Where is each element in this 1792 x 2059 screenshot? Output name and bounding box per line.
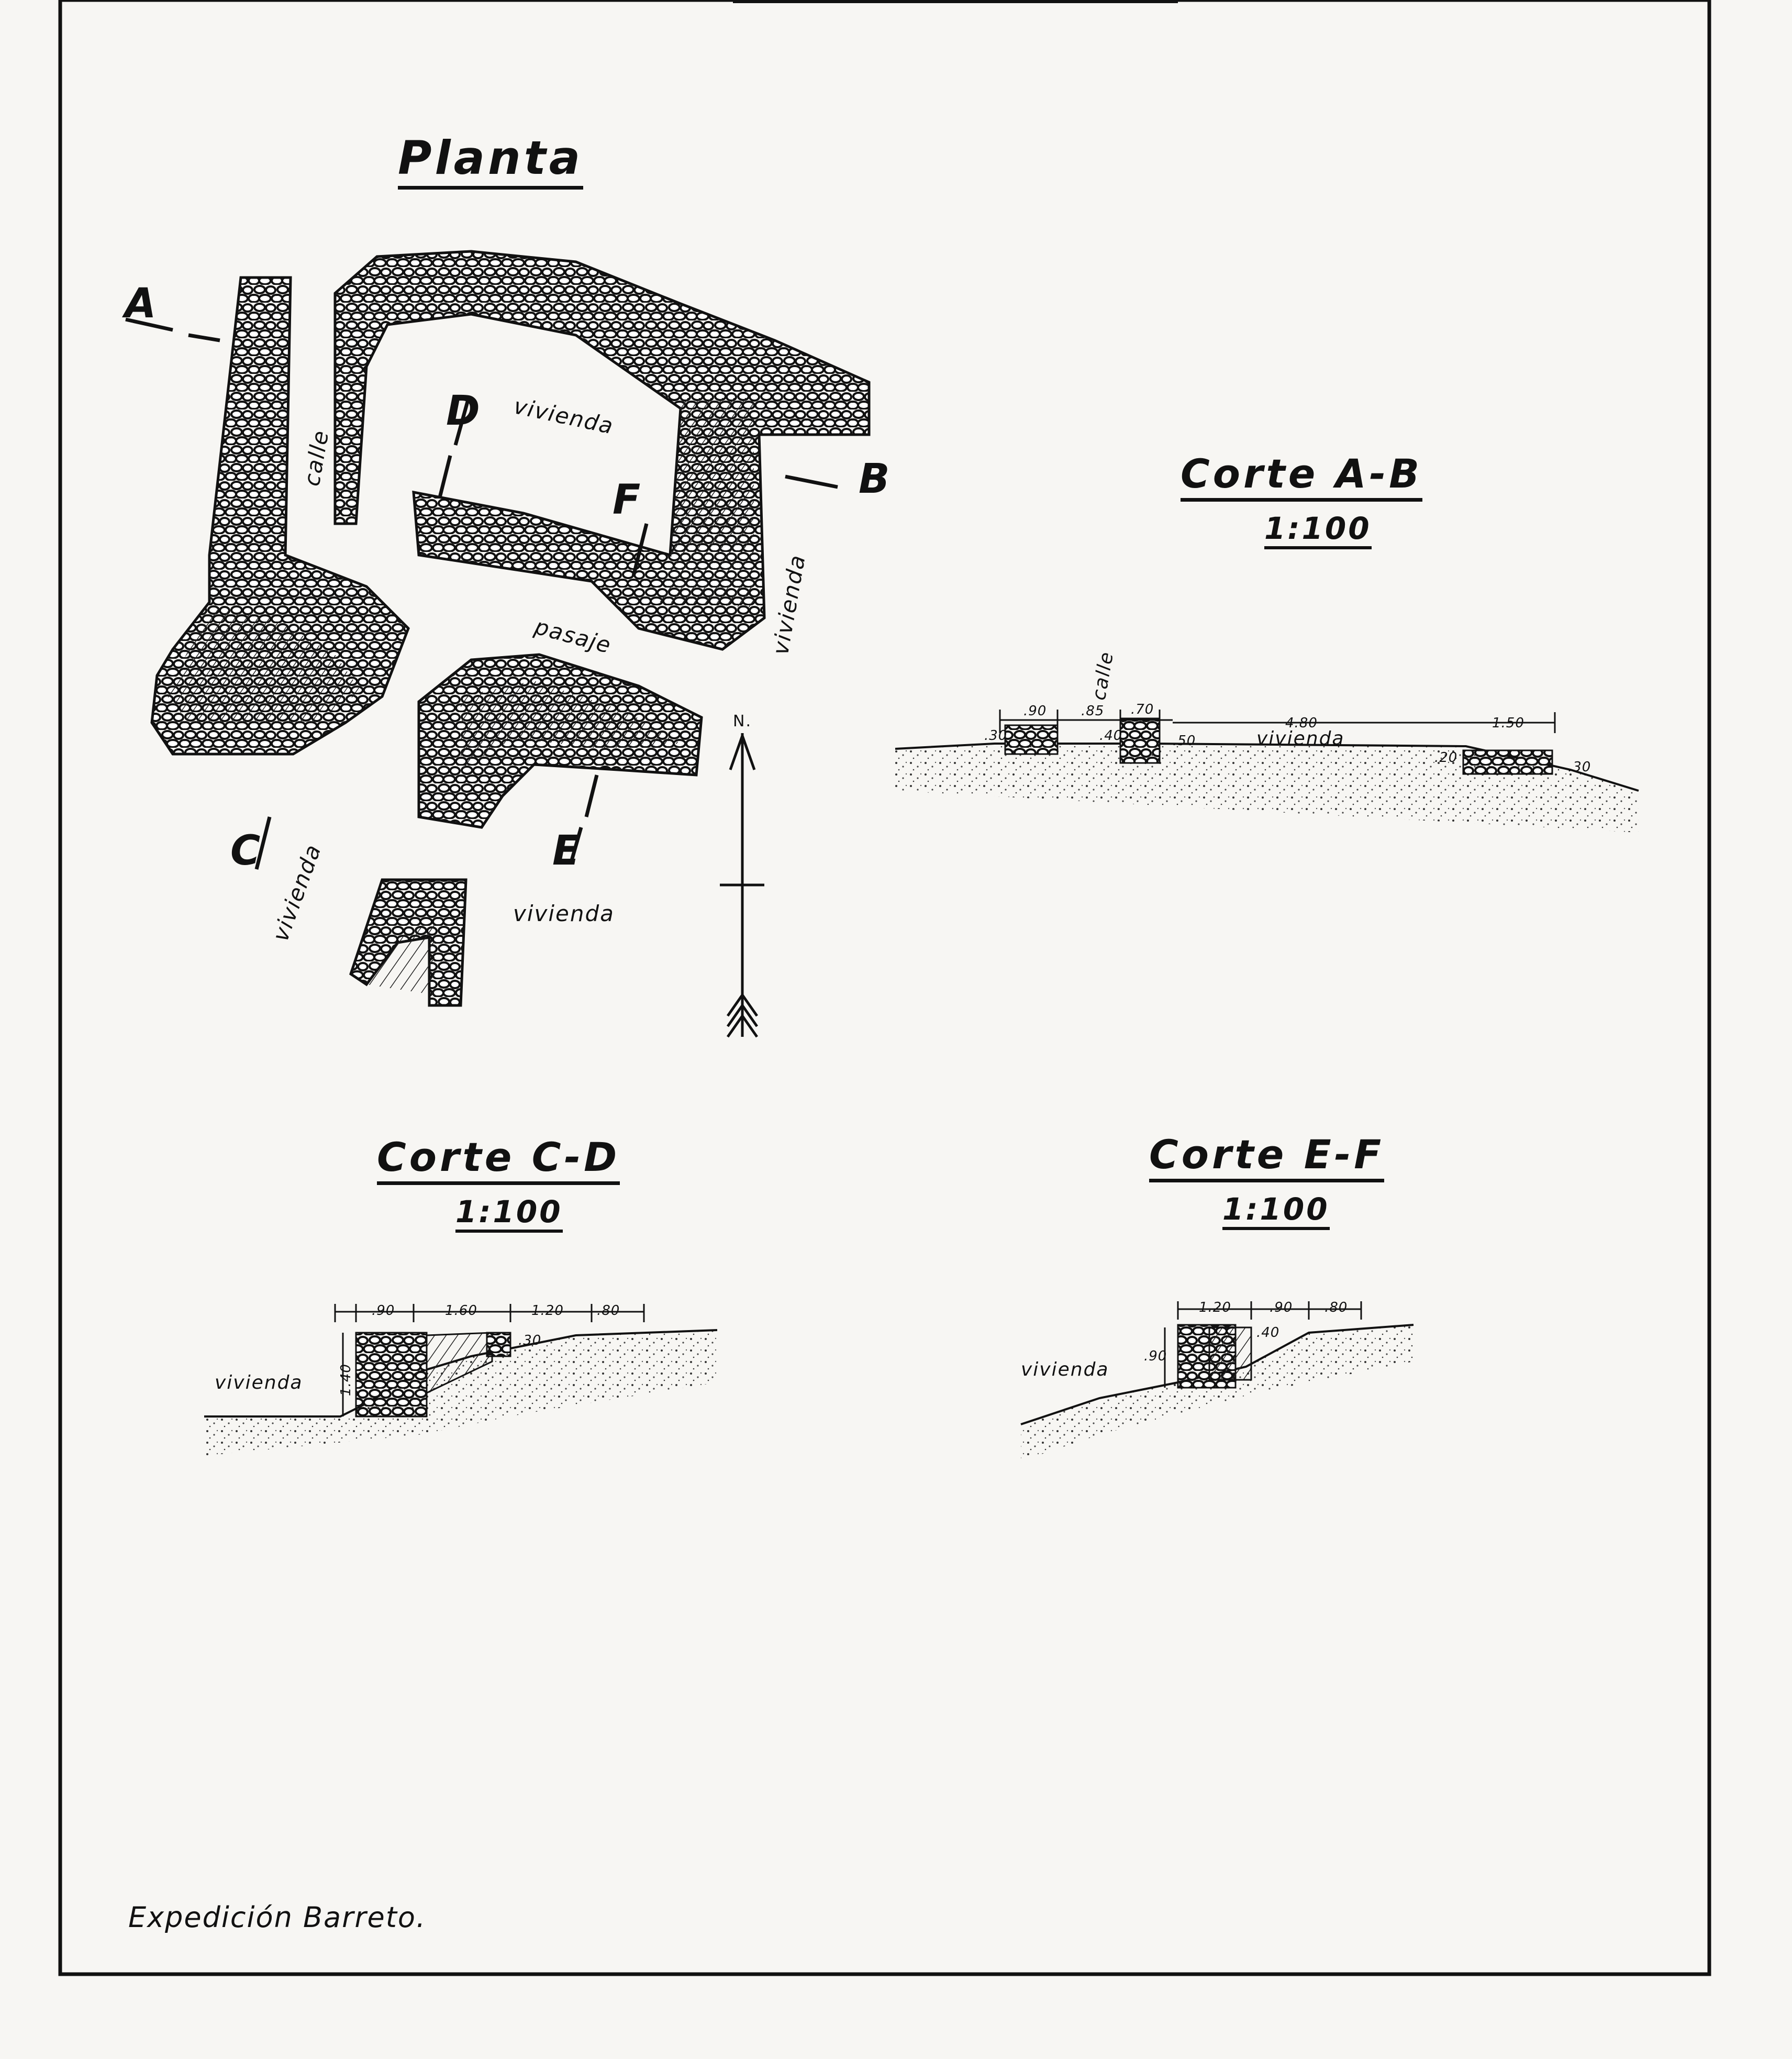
section-ab-profile (895, 710, 1639, 833)
section-letter-f: F (613, 477, 642, 524)
plan-title: Planta (398, 131, 584, 190)
dim-cd-1: 1.60 (445, 1303, 477, 1319)
dim-ab-1: .90 (1023, 703, 1047, 719)
dim-ab-0: .30 (984, 728, 1008, 744)
dim-cd-2: 1.20 (531, 1303, 564, 1319)
section-ab-scale: 1:100 (1264, 511, 1372, 549)
section-ef-vivienda: vivienda (1021, 1359, 1109, 1380)
dim-cd-3: .80 (597, 1303, 620, 1319)
section-cd-title: Corte C-D (377, 1134, 620, 1185)
label-vivienda-bottom: vivienda (513, 901, 615, 926)
dim-ab-5: .50 (1173, 733, 1196, 749)
cut-lines (125, 317, 838, 870)
dim-ef-3: .90 (1144, 1348, 1167, 1364)
dim-ef-2: .80 (1324, 1300, 1348, 1315)
section-letter-e: E (552, 827, 582, 874)
section-letter-b: B (859, 456, 891, 503)
dim-cd-5: .30 (518, 1333, 542, 1348)
section-cd-profile (204, 1304, 718, 1456)
section-ab-title: Corte A-B (1181, 450, 1423, 502)
section-letter-a: A (125, 280, 158, 327)
dim-ab-9: .30 (1568, 759, 1591, 775)
sheet-border (58, 0, 1711, 1976)
dim-ab-6: 4.80 (1285, 715, 1318, 731)
dim-cd-0: .90 (372, 1303, 395, 1319)
dim-ab-2: .85 (1081, 703, 1105, 719)
dim-ef-0: 1.20 (1199, 1300, 1231, 1315)
dim-cd-4: 1.40 (338, 1364, 354, 1396)
dim-ef-1: .90 (1270, 1300, 1293, 1315)
north-arrow-icon (720, 733, 764, 1038)
dim-ab-7: 1.50 (1492, 715, 1524, 731)
section-ef-scale: 1:100 (1222, 1191, 1330, 1230)
section-ef-profile (1020, 1301, 1414, 1461)
dim-ab-3: .70 (1131, 702, 1154, 717)
section-letter-d: D (446, 388, 481, 435)
section-cd-scale: 1:100 (455, 1194, 563, 1233)
section-ef-title: Corte E-F (1149, 1131, 1385, 1182)
label-north: N. (733, 712, 752, 730)
plan-walls (150, 250, 871, 1007)
dim-ef-4: .40 (1256, 1325, 1280, 1341)
section-ab-vivienda: vivienda (1256, 728, 1345, 749)
section-cd-vivienda: vivienda (215, 1372, 303, 1393)
dim-ab-8: .20 (1434, 750, 1458, 766)
credit-text: Expedición Barreto. (128, 1901, 427, 1934)
dim-ab-4: .40 (1099, 728, 1123, 744)
section-letter-c: C (230, 827, 262, 874)
